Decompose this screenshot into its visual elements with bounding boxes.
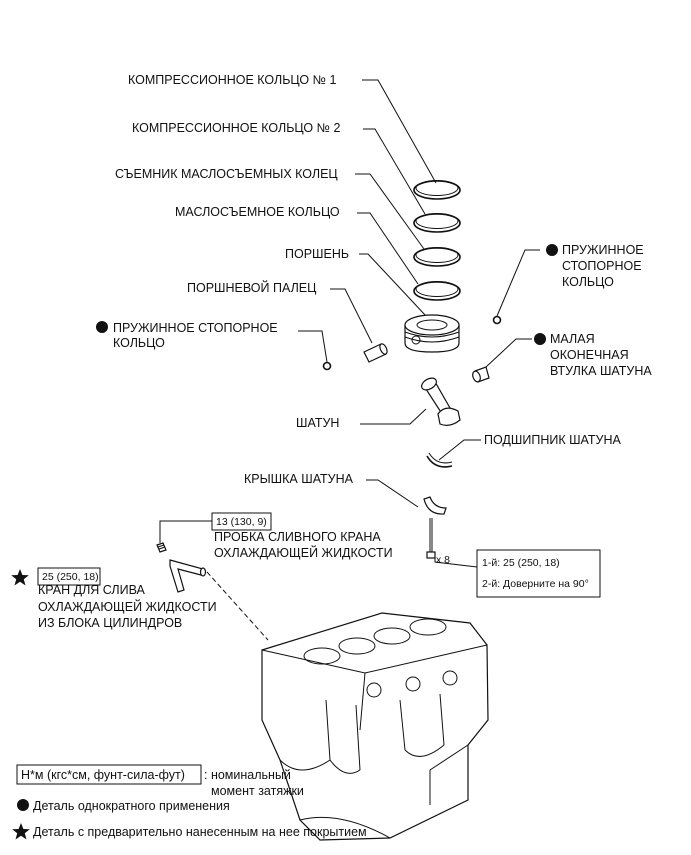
piston-pin xyxy=(363,343,388,363)
compression-ring-2 xyxy=(413,213,461,233)
non-reusable-icon xyxy=(534,333,546,345)
conrod-cap xyxy=(423,496,447,515)
torque-cap-step1: 1-й: 25 (250, 18) xyxy=(482,557,560,569)
piston xyxy=(404,314,460,353)
label-piston-pin: ПОРШНЕВОЙ ПАЛЕЦ xyxy=(187,280,317,295)
legend-precoated: Деталь с предварительно нанесенным на не… xyxy=(33,825,367,839)
label-compression-ring-2: КОМПРЕССИОННОЕ КОЛЬЦО № 2 xyxy=(132,121,340,135)
label-conrod-bearing: ПОДШИПНИК ШАТУНА xyxy=(484,433,622,447)
label-bushing-line3: ВТУЛКА ШАТУНА xyxy=(550,364,652,378)
drain-cock xyxy=(169,559,207,593)
non-reusable-icon xyxy=(96,321,108,333)
conrod-bearing xyxy=(426,452,453,468)
torque-cock: 25 (250, 18) xyxy=(42,571,99,583)
label-snap-ring-right-line1: ПРУЖИННОЕ xyxy=(562,243,644,257)
label-snap-ring-right-line3: КОЛЬЦО xyxy=(562,275,614,289)
snap-ring-right xyxy=(492,315,502,325)
compression-ring-1 xyxy=(413,180,461,200)
precoated-star-icon xyxy=(11,569,29,586)
legend-torque-desc-line2: момент затяжки xyxy=(211,784,304,798)
label-drain-plug-line1: ПРОБКА СЛИВНОГО КРАНА xyxy=(214,530,381,544)
snap-ring-left xyxy=(322,361,332,371)
leader-lines xyxy=(159,79,540,641)
cap-bolt xyxy=(426,518,436,559)
legend-torque-desc-line1: : номинальный xyxy=(204,768,291,782)
label-drain-cock-line3: ИЗ БЛОКА ЦИЛИНДРОВ xyxy=(38,616,182,630)
label-drain-cock-line2: ОХЛАЖДАЮЩЕЙ ЖИДКОСТИ xyxy=(38,599,217,614)
cylinder-block xyxy=(261,612,489,841)
drain-plug xyxy=(156,542,167,553)
label-oil-ring-expander: СЪЕМНИК МАСЛОСЪЕМНЫХ КОЛЕЦ xyxy=(115,167,338,181)
non-reusable-icon xyxy=(546,244,558,256)
torque-plug: 13 (130, 9) xyxy=(216,516,267,528)
label-oil-ring: МАСЛОСЪЕМНОЕ КОЛЬЦО xyxy=(175,205,340,219)
label-conrod-cap: КРЫШКА ШАТУНА xyxy=(244,472,354,486)
label-snap-ring-right-line2: СТОПОРНОЕ xyxy=(562,259,642,273)
label-connecting-rod: ШАТУН xyxy=(296,416,339,430)
label-snap-ring-left-line1: ПРУЖИННОЕ СТОПОРНОЕ xyxy=(113,321,278,335)
torque-box-cap-bolts xyxy=(476,549,601,598)
legend-non-reusable-icon xyxy=(17,799,29,811)
legend-torque-units: Н*м (кгс*см, фунт-сила-фут) xyxy=(21,768,185,782)
label-drain-plug-line2: ОХЛАЖДАЮЩЕЙ ЖИДКОСТИ xyxy=(214,545,393,560)
label-piston: ПОРШЕНЬ xyxy=(285,247,349,261)
bolt-count: x 8 xyxy=(436,554,450,566)
conrod-bushing xyxy=(472,366,490,383)
legend-torque-units-box xyxy=(16,764,202,785)
label-snap-ring-left-line2: КОЛЬЦО xyxy=(113,336,165,350)
label-bushing-line1: МАЛАЯ xyxy=(550,332,595,346)
connecting-rod xyxy=(421,377,461,426)
legend-star-icon xyxy=(12,823,30,840)
legend-non-reusable: Деталь однократного применения xyxy=(33,799,230,813)
oil-ring xyxy=(413,281,461,301)
torque-cap-step2: 2-й: Доверните на 90° xyxy=(482,578,589,590)
label-drain-cock-line1: КРАН ДЛЯ СЛИВА xyxy=(38,583,146,597)
oil-ring-expander xyxy=(413,247,461,267)
label-compression-ring-1: КОМПРЕССИОННОЕ КОЛЬЦО № 1 xyxy=(128,73,336,87)
torque-box-cock xyxy=(37,567,101,586)
label-bushing-line2: ОКОНЕЧНАЯ xyxy=(550,348,629,362)
